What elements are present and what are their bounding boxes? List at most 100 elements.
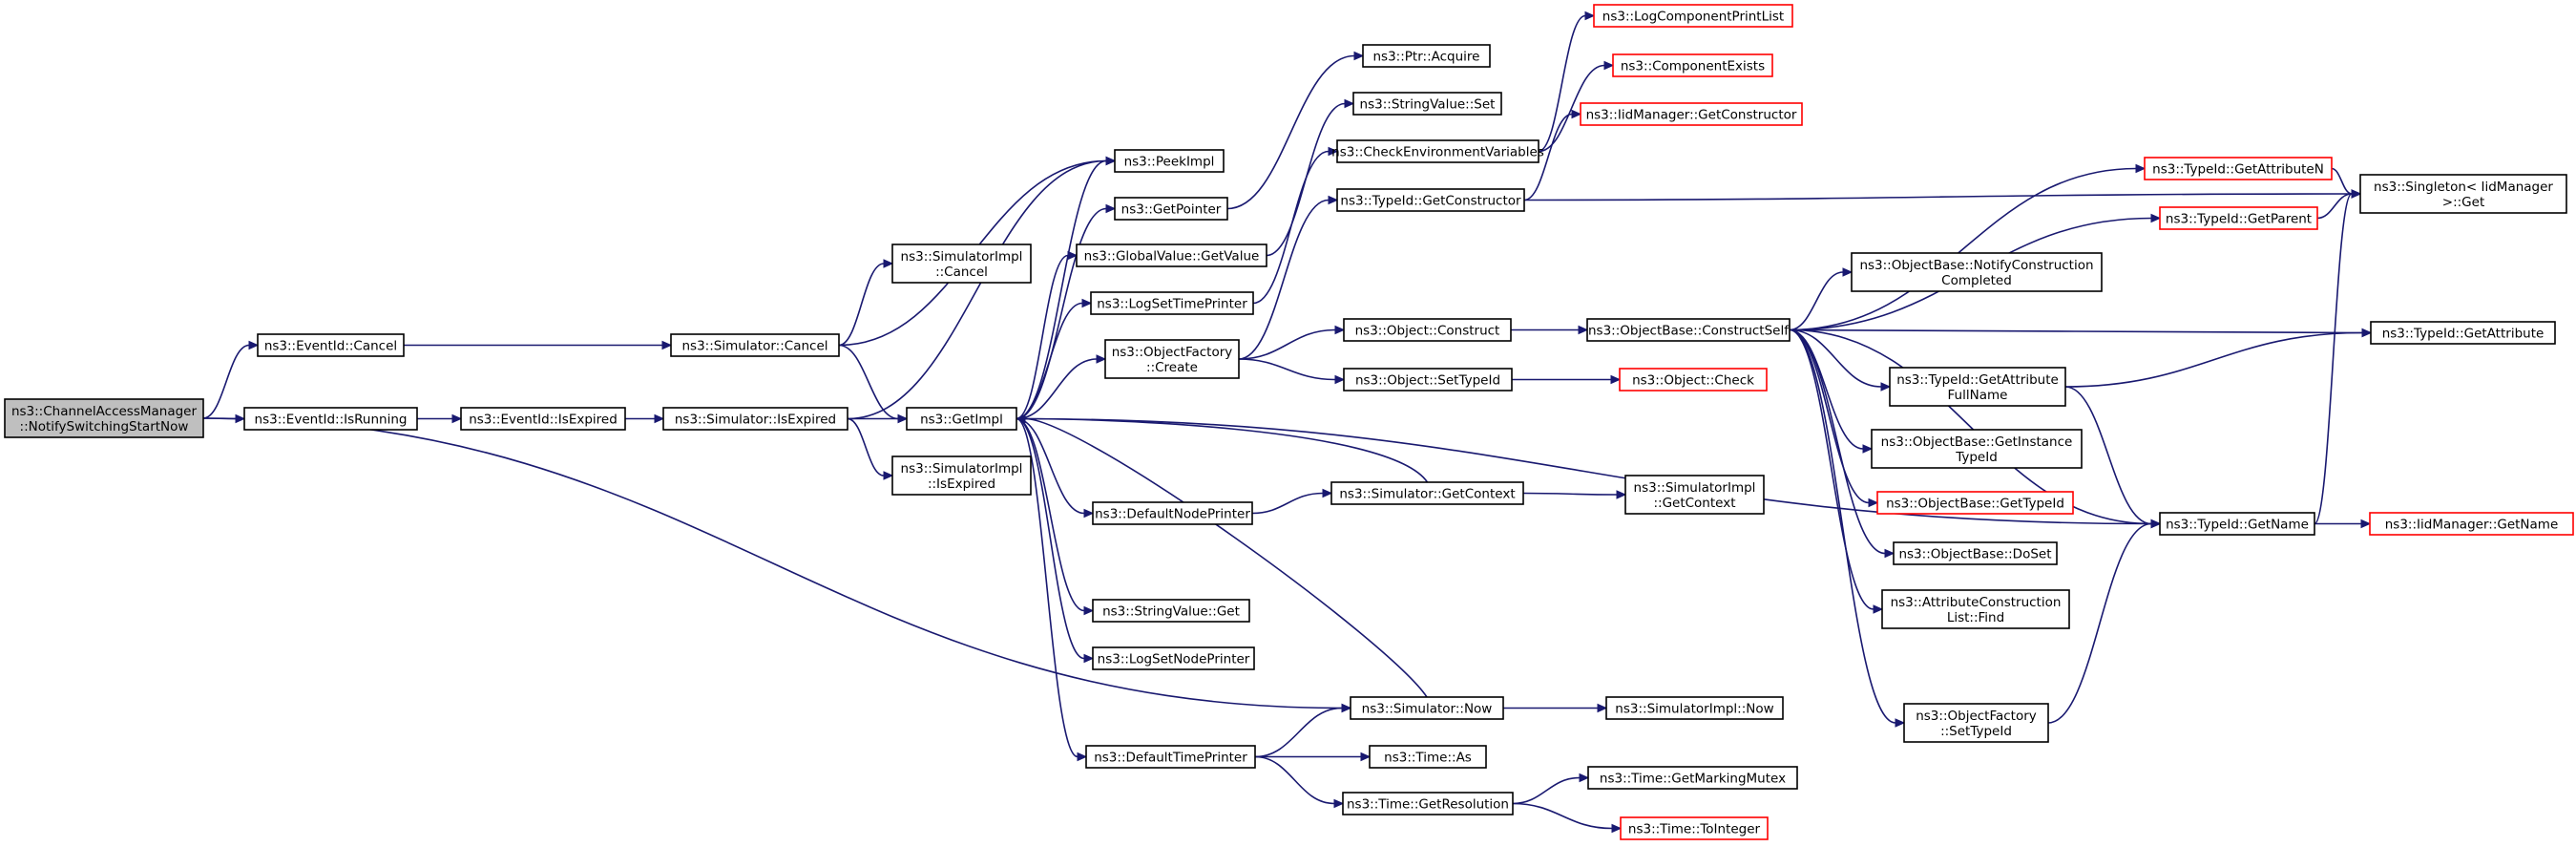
arrowhead-construct-self-to-do-set [1884,548,1895,559]
node-iid-get-constructor[interactable]: ns3::IidManager::GetConstructor [1580,102,1803,126]
arrowhead-construct-self-to-notify-construction-completed [1842,267,1853,277]
node-box-do-set [1893,541,2058,565]
arrowhead-sim-is-expired-to-sim-impl-is-expired [883,471,894,480]
arrowhead-get-impl-to-string-value-get [1083,605,1095,616]
edge-root-to-event-cancel [202,344,250,419]
node-time-as[interactable]: ns3::Time::As [1369,745,1487,769]
arrowhead-get-impl-to-default-time-printer [1077,752,1088,762]
node-label-of-set-type-id-0: ns3::ObjectFactory [1916,709,2037,724]
node-get-impl[interactable]: ns3::GetImpl [906,407,1017,431]
node-log-set-time-printer[interactable]: ns3::LogSetTimePrinter [1090,291,1254,315]
node-default-time-printer[interactable]: ns3::DefaultTimePrinter [1085,745,1256,769]
node-event-is-running[interactable]: ns3::EventId::IsRunning [243,407,418,431]
arrowhead-default-time-printer-to-sim-now [1341,703,1352,713]
node-sim-is-expired[interactable]: ns3::Simulator::IsExpired [662,407,848,431]
edge-construct-self-to-type-id-get-attribute [1789,328,2363,334]
edge-type-id-get-constructor-to-singleton-get [1523,193,2353,201]
node-type-id-get-constructor[interactable]: ns3::TypeId::GetConstructor [1336,188,1525,212]
node-box-time-to-integer [1620,816,1769,840]
node-label-obj-construct-0: ns3::Object::Construct [1355,324,1500,339]
node-box-of-set-type-id [1903,703,2049,743]
node-label-sim-now-0: ns3::Simulator::Now [1362,702,1493,717]
node-sim-impl-get-context[interactable]: ns3::SimulatorImpl::GetContext [1624,475,1765,515]
edge-get-impl-to-default-node-printer [1016,417,1085,515]
node-label-iid-get-constructor-0: ns3::IidManager::GetConstructor [1586,108,1797,123]
node-type-id-get-attribute-n[interactable]: ns3::TypeId::GetAttributeN [2144,157,2333,180]
node-time-get-resolution[interactable]: ns3::Time::GetResolution [1342,792,1514,815]
node-box-get-attribute-full-name [1889,367,2066,407]
node-time-to-integer[interactable]: ns3::Time::ToInteger [1620,816,1769,840]
arrowhead-check-env-to-component-exists [1603,60,1615,71]
node-label-time-get-marking-mutex-0: ns3::Time::GetMarkingMutex [1600,772,1786,787]
node-type-id-get-parent[interactable]: ns3::TypeId::GetParent [2159,206,2318,230]
arrowhead-get-impl-to-log-set-node-printer [1083,653,1095,664]
node-label-type-id-get-attribute-n-0: ns3::TypeId::GetAttributeN [2152,162,2324,178]
node-sim-impl-cancel[interactable]: ns3::SimulatorImpl::Cancel [891,244,1032,284]
arrowhead-of-create-to-obj-construct [1334,325,1346,335]
node-box-of-create [1104,339,1240,379]
node-sim-now[interactable]: ns3::Simulator::Now [1350,696,1504,720]
node-time-get-marking-mutex[interactable]: ns3::Time::GetMarkingMutex [1587,766,1798,790]
node-label-get-attribute-full-name-1: FullName [1948,388,2008,403]
node-label-event-is-expired-0: ns3::EventId::IsExpired [469,413,618,428]
node-obj-set-type-id[interactable]: ns3::Object::SetTypeId [1343,368,1513,392]
node-get-pointer[interactable]: ns3::GetPointer [1114,197,1228,221]
node-root[interactable]: ns3::ChannelAccessManager::NotifySwitchi… [4,398,204,438]
node-of-set-type-id[interactable]: ns3::ObjectFactory::SetTypeId [1903,703,2049,743]
node-type-id-get-attribute[interactable]: ns3::TypeId::GetAttribute [2370,321,2556,345]
node-singleton-get[interactable]: ns3::Singleton< IidManager >::Get [2359,174,2567,214]
edge-get-impl-to-peek-impl [1016,159,1107,420]
arrowhead-sim-now-to-get-impl [1015,413,1026,424]
node-box-sim-cancel [670,333,840,357]
node-sim-get-context[interactable]: ns3::Simulator::GetContext [1330,481,1524,505]
edge-check-env-to-component-exists [1538,64,1605,153]
node-label-obj-set-type-id-0: ns3::Object::SetTypeId [1355,373,1500,389]
node-check-env[interactable]: ns3::CheckEnvironmentVariables [1331,139,1544,163]
node-sim-impl-now[interactable]: ns3::SimulatorImpl::Now [1605,696,1784,720]
node-type-id-get-name[interactable]: ns3::TypeId::GetName [2159,512,2315,536]
arrowhead-sim-is-expired-to-get-impl [897,413,909,424]
node-label-notify-construction-completed-0: ns3::ObjectBase::NotifyConstruction [1859,258,2093,273]
arrowhead-construct-self-to-type-id-get-parent [2150,213,2162,223]
node-peek-impl[interactable]: ns3::PeekImpl [1114,149,1225,173]
edge-construct-self-to-of-set-type-id [1789,328,1896,724]
node-event-cancel[interactable]: ns3::EventId::Cancel [257,333,405,357]
arrowhead-event-is-running-to-event-is-expired [451,413,463,424]
node-obj-base-get-type-id[interactable]: ns3::ObjectBase::GetTypeId [1876,491,2074,515]
node-event-is-expired[interactable]: ns3::EventId::IsExpired [460,407,626,431]
node-iid-get-name[interactable]: ns3::IidManager::GetName [2369,512,2574,536]
node-box-event-is-expired [460,407,626,431]
node-box-singleton-get [2359,174,2567,214]
node-construct-self[interactable]: ns3::ObjectBase::ConstructSelf [1586,318,1791,342]
node-obj-construct[interactable]: ns3::Object::Construct [1343,318,1512,342]
node-string-value-get[interactable]: ns3::StringValue::Get [1092,599,1250,623]
node-box-type-id-get-parent [2159,206,2318,230]
node-gv-get-value[interactable]: ns3::GlobalValue::GetValue [1076,244,1267,267]
node-do-set[interactable]: ns3::ObjectBase::DoSet [1893,541,2058,565]
node-default-node-printer[interactable]: ns3::DefaultNodePrinter [1092,501,1253,525]
node-label-sim-impl-is-expired-1: ::IsExpired [928,476,995,492]
node-log-component-print-list[interactable]: ns3::LogComponentPrintList [1593,4,1793,28]
node-ptr-acquire[interactable]: ns3::Ptr::Acquire [1362,44,1491,68]
node-notify-construction-completed[interactable]: ns3::ObjectBase::NotifyConstructionCompl… [1851,252,2103,292]
node-of-create[interactable]: ns3::ObjectFactory::Create [1104,339,1240,379]
node-label-of-create-0: ns3::ObjectFactory [1112,345,1233,360]
node-box-get-instance-type-id [1871,429,2083,469]
node-label-sim-is-expired-0: ns3::Simulator::IsExpired [675,413,836,428]
call-nodes: ns3::ChannelAccessManager::NotifySwitchi… [4,4,2574,840]
node-sim-impl-is-expired[interactable]: ns3::SimulatorImpl::IsExpired [891,455,1032,496]
node-box-default-node-printer [1092,501,1253,525]
node-sim-cancel[interactable]: ns3::Simulator::Cancel [670,333,840,357]
node-log-set-node-printer[interactable]: ns3::LogSetNodePrinter [1092,646,1255,670]
node-label-singleton-get-0: ns3::Singleton< IidManager [2374,180,2553,195]
node-label-peek-impl-0: ns3::PeekImpl [1124,155,1215,170]
node-obj-check[interactable]: ns3::Object::Check [1619,368,1768,392]
node-component-exists[interactable]: ns3::ComponentExists [1612,53,1773,77]
node-string-value-set[interactable]: ns3::StringValue::Set [1352,92,1502,116]
node-label-sim-impl-get-context-1: ::GetContext [1653,496,1735,511]
node-label-root-0: ns3::ChannelAccessManager [11,404,198,419]
